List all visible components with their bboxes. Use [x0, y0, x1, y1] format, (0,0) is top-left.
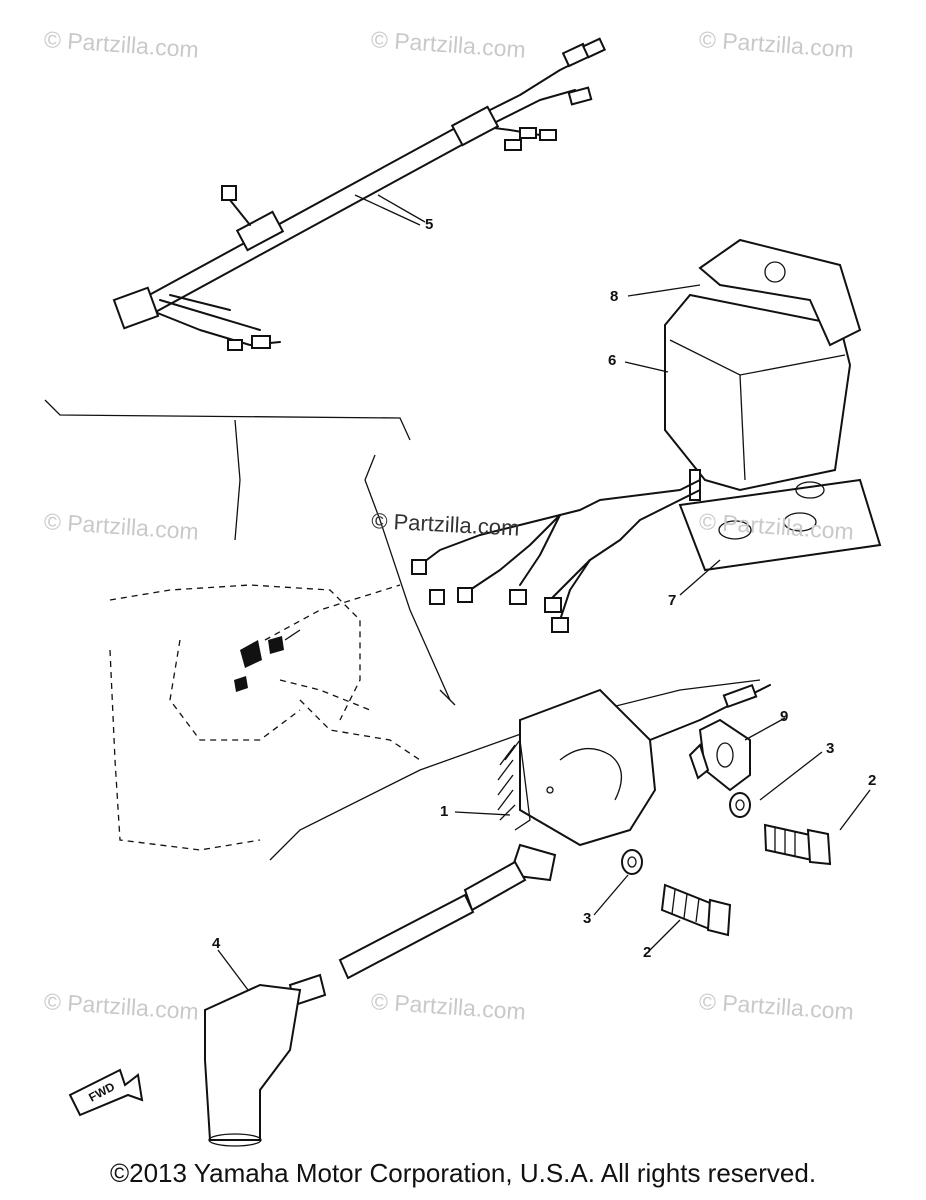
ignition-coil — [497, 683, 771, 847]
mounting-bracket — [698, 238, 862, 347]
spark-plug-cap — [204, 843, 557, 1147]
frame-outline — [44, 399, 761, 861]
callout-7: 7 — [668, 592, 677, 609]
callout-1: 1 — [440, 803, 449, 820]
bolts — [660, 823, 832, 937]
wire-harness — [112, 37, 607, 351]
callout-2b: 2 — [643, 944, 652, 961]
forward-arrow — [68, 1068, 144, 1117]
washers — [621, 792, 751, 875]
callout-3b: 3 — [583, 910, 592, 927]
copyright-notice: ©2013 Yamaha Motor Corporation, U.S.A. A… — [109, 1158, 817, 1188]
callout-3a: 3 — [826, 740, 835, 757]
callout-6: 6 — [608, 352, 617, 369]
callout-4: 4 — [212, 935, 221, 952]
callout-9: 9 — [780, 708, 789, 725]
callout-5: 5 — [425, 216, 434, 233]
regulator-box — [411, 293, 852, 633]
callout-2a: 2 — [868, 772, 877, 789]
leader-lines — [217, 194, 871, 991]
coil-bracket — [688, 718, 751, 792]
callout-8: 8 — [610, 288, 619, 305]
gasket-plate — [678, 478, 882, 572]
